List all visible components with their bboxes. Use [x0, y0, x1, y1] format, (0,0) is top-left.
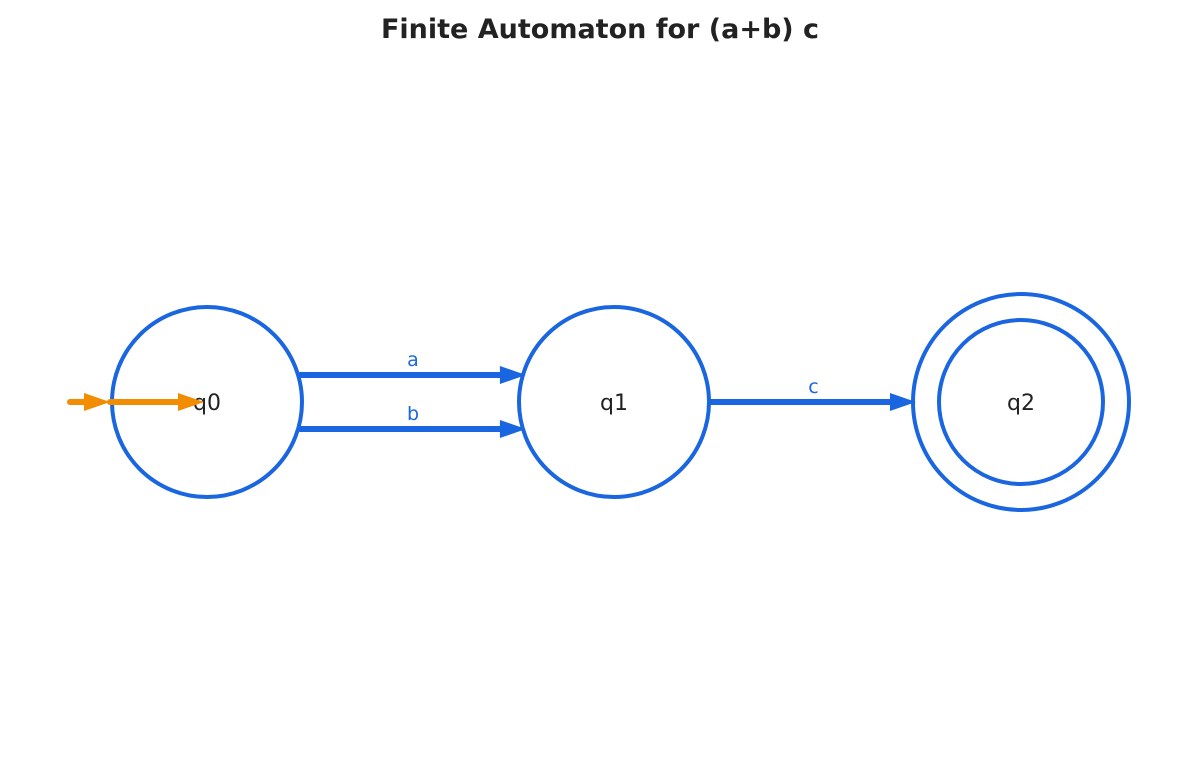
transition-label-c: c — [808, 376, 818, 398]
accepting-outer-ring — [911, 292, 1131, 512]
start-arrow-outer — [67, 393, 110, 411]
state-q2: q2 — [911, 292, 1131, 512]
transition-arrow-c — [708, 393, 916, 411]
state-circle — [517, 305, 711, 499]
transition-arrow-a — [297, 366, 526, 384]
diagram-title: Finite Automaton for (a+b) c — [381, 14, 819, 45]
accepting-inner-ring — [937, 318, 1105, 486]
start-layer — [67, 393, 204, 411]
state-q1: q1 — [517, 305, 711, 499]
state-label-q1: q1 — [600, 391, 628, 416]
start-arrow-inner — [107, 393, 204, 411]
transition-label-a: a — [407, 349, 419, 371]
transition-label-b: b — [407, 403, 419, 425]
state-label-q2: q2 — [1007, 391, 1035, 416]
transition-arrow-b — [297, 420, 526, 438]
edges-layer: a b c — [297, 349, 916, 438]
